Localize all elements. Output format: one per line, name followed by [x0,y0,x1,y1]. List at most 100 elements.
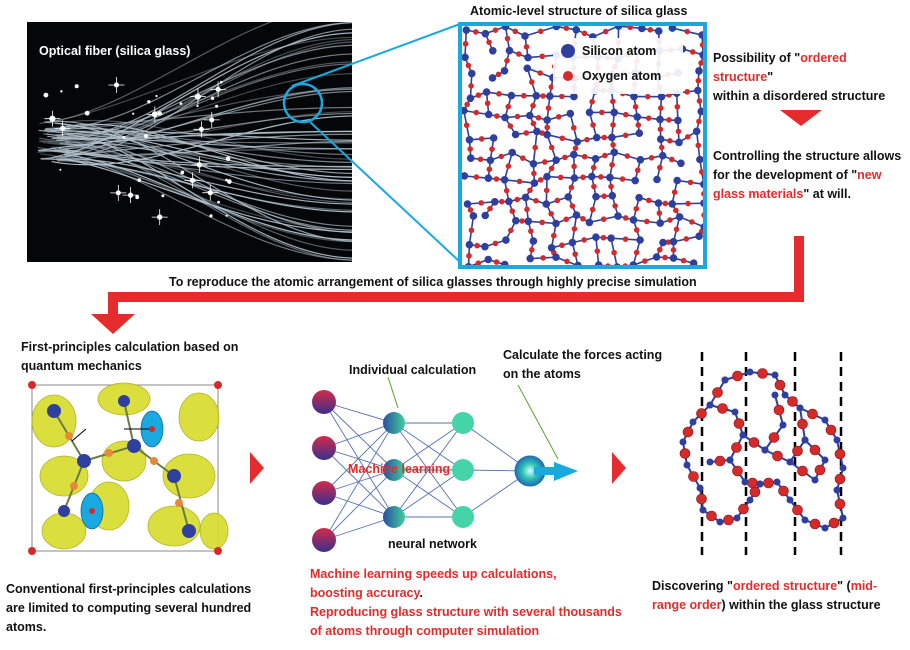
oxygen-atom [602,152,608,159]
oxygen-atom [464,101,470,108]
ring-oxygen-atom [732,465,743,477]
silicon-atom [697,107,703,116]
oxygen-atom [539,53,546,60]
silicon-atom [543,172,551,181]
order-guide-lines [700,352,843,555]
silicon-atom [500,176,509,184]
oxygen-atom [667,138,673,144]
ring-oxygen-atom [809,518,821,530]
input-node [312,390,336,414]
silicon-atom [481,29,490,38]
ring-silicon-atom [821,524,829,532]
ring-silicon-atom [801,516,809,524]
ring-silicon-atom [726,456,734,464]
silicon-atom [573,138,582,146]
silicon-atom [543,130,551,139]
oxygen-atom [548,84,555,90]
silica-network [462,26,703,265]
oxygen-atom [540,255,546,261]
oxygen-atom [666,117,672,123]
ring-oxygen-atom [763,477,774,489]
oxygen-atom [477,156,484,163]
oxygen-atom [496,91,502,97]
oxygen-atom [492,240,499,247]
silicon-atom [614,263,621,265]
sparkle [157,111,162,116]
oxygen-atom [589,98,595,105]
ring-silicon-atom [779,421,787,429]
oxygen-atom [478,136,485,142]
ring-oxygen-atom [714,455,726,467]
oxygen-atom [648,154,655,161]
silicon-atom [629,261,638,265]
oxygen-atom [698,60,703,66]
oxygen-atom [559,93,565,100]
oxygen-atom [537,70,543,76]
ring-silicon-atom [756,480,764,488]
oxygen-atom [600,216,607,223]
silicon-atom [656,219,664,227]
ring-silicon-atom [746,496,754,504]
silicon-atom [698,31,703,39]
oxygen-atom [644,93,651,100]
silicon-atom [570,92,578,101]
sparkle [143,134,149,139]
oxygen-atom [520,155,526,161]
oxygen-atom [600,234,607,241]
silicon-atom [591,155,600,163]
silicon-atom [547,244,556,252]
silicon-atom [669,254,678,262]
ring-silicon-atom [716,518,724,526]
oxygen-atom [599,109,605,116]
oxygen-atom [622,111,629,118]
connector-horizontal [108,292,804,302]
silicon-atom [699,51,703,59]
oxygen-atom [499,198,505,205]
oxygen-atom [473,109,480,116]
oxygen-atom [468,227,475,234]
oxygen-atom [684,89,691,95]
cell-silicon-atoms [47,395,196,538]
ring-oxygen-atom [731,442,742,453]
oxygen-atom [548,144,555,151]
silicon-atom [652,253,661,261]
oxygen-atom [527,187,533,194]
silicon-atom [501,260,509,265]
oxygen-atom [627,26,634,31]
oxygen-atom [647,26,654,33]
ring-oxygen-atom [792,504,803,516]
silicon-atom [700,223,703,231]
ring-silicon-atom [839,464,847,472]
silicon-atom [653,175,661,184]
sparkle [179,102,183,105]
ring-oxygen-atom [834,473,846,485]
oxygen-atom [696,118,702,125]
pointer-line-2 [71,428,87,442]
oxygen-atom [657,126,664,133]
silicon-atom [633,113,642,121]
oxygen-atom [474,242,480,249]
ring-oxygen-atom [733,418,745,429]
sparkle [155,94,158,98]
oxygen-atom [656,246,663,253]
oxygen-atom [590,164,597,171]
oxygen-atom [572,251,578,257]
ring-oxygen-atom [748,437,760,448]
oxygen-atom [554,197,561,204]
sparkle [84,110,90,116]
oxygen-atom [581,30,588,37]
silicon-atom [572,26,580,34]
oxygen-atom [605,263,611,265]
ring-silicon-atom [801,436,809,444]
silicon-atom [508,148,516,157]
oxygen-atom [689,49,696,55]
oxygen-atom [540,93,546,99]
silicon-atom [658,151,667,160]
silicon-atom [689,259,698,265]
connector-left-drop [108,292,118,314]
silicon-atom [486,156,495,165]
ring-oxygen-atom [732,370,743,382]
oxygen-atom [581,237,587,243]
hidden-node [452,506,474,528]
silicon-atom [512,216,520,225]
